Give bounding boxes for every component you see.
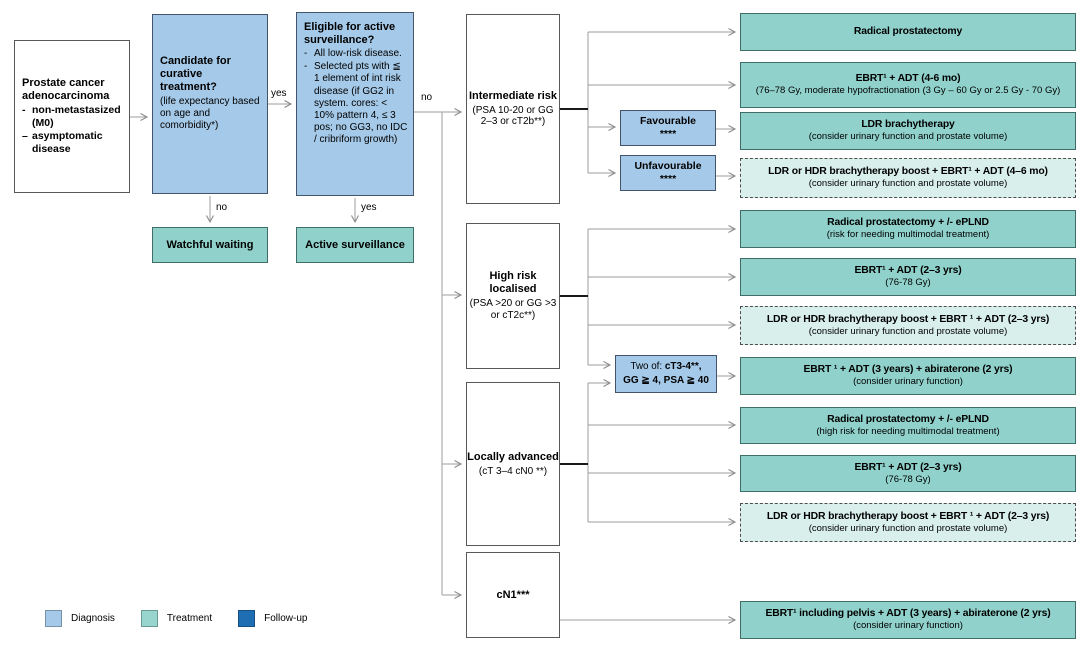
edge-label-no: no xyxy=(421,92,433,103)
legend-swatch-diagnosis xyxy=(45,610,62,627)
node-title: Candidate for curative treatment? xyxy=(160,55,231,93)
node-cn1: cN1*** xyxy=(466,552,560,638)
node-intermediate-risk: Intermediate risk (PSA 10-20 or GG 2–3 o… xyxy=(466,14,560,204)
treatment-radical-prostatectomy: Radical prostatectomy xyxy=(740,13,1076,51)
treatment-ldr-brachytherapy: LDR brachytherapy (consider urinary func… xyxy=(740,112,1076,150)
node-locally-advanced: Locally advanced (cT 3–4 cN0 **) xyxy=(466,382,560,546)
node-eligible-active-surveillance: Eligible for active surveillance? -All l… xyxy=(296,12,414,196)
node-title: Prostate cancer adenocarcinoma xyxy=(22,76,110,102)
legend-item-followup: Follow-up xyxy=(238,610,307,627)
edge-label-yes: yes xyxy=(271,88,287,99)
node-subtitle: (life expectancy based on age and comorb… xyxy=(160,95,260,131)
legend-item-diagnosis: Diagnosis xyxy=(45,610,115,627)
treatment-brachy-boost-ebrt-adt-4-6mo: LDR or HDR brachytherapy boost + EBRT¹ +… xyxy=(740,158,1076,198)
treatment-ebrt-adt-4-6mo: EBRT¹ + ADT (4-6 mo) (76–78 Gy, moderate… xyxy=(740,62,1076,108)
node-favourable: Favourable **** xyxy=(620,110,716,146)
node-watchful-waiting: Watchful waiting xyxy=(152,227,268,263)
node-high-risk-localised: High risk localised (PSA >20 or GG >3 or… xyxy=(466,223,560,369)
treatment-ebrt-adt-2-3yrs-high-risk: EBRT¹ + ADT (2–3 yrs) (76-78 Gy) xyxy=(740,258,1076,296)
node-unfavourable: Unfavourable **** xyxy=(620,155,716,191)
legend-item-treatment: Treatment xyxy=(140,610,212,627)
node-two-of-condition: Two of: cT3-4**, GG ≧ 4, PSA ≧ 40 xyxy=(615,355,717,393)
fan-stub-lines xyxy=(560,108,588,465)
treatment-ebrt-pelvis-adt-abiraterone: EBRT¹ including pelvis + ADT (3 years) +… xyxy=(740,601,1076,639)
treatment-ebrt-adt-abiraterone: EBRT ¹ + ADT (3 years) + abiraterone (2 … xyxy=(740,357,1076,395)
legend-swatch-followup xyxy=(238,610,256,627)
legend-swatch-treatment xyxy=(140,610,158,627)
edge-lines xyxy=(130,28,737,624)
treatment-rp-eplnd-locally-advanced: Radical prostatectomy + /- ePLND (high r… xyxy=(740,407,1076,444)
node-candidate-curative: Candidate for curative treatment? (life … xyxy=(152,14,268,194)
treatment-brachy-boost-ebrt-adt-2-3yrs-high-risk: LDR or HDR brachytherapy boost + EBRT ¹ … xyxy=(740,306,1076,345)
node-prostate-cancer: Prostate cancer adenocarcinoma -non-meta… xyxy=(14,40,130,193)
treatment-ebrt-adt-2-3yrs-locally-advanced: EBRT¹ + ADT (2–3 yrs) (76-78 Gy) xyxy=(740,455,1076,492)
edge-label-yes: yes xyxy=(361,202,377,213)
node-active-surveillance: Active surveillance xyxy=(296,227,414,263)
legend: Diagnosis Treatment Follow-up xyxy=(45,610,307,627)
treatment-brachy-boost-ebrt-adt-2-3yrs-locally-advanced: LDR or HDR brachytherapy boost + EBRT ¹ … xyxy=(740,503,1076,542)
edge-label-no: no xyxy=(216,202,228,213)
node-title: Eligible for active surveillance? xyxy=(304,21,396,46)
treatment-rp-eplnd-high-risk: Radical prostatectomy + /- ePLND (risk f… xyxy=(740,210,1076,248)
